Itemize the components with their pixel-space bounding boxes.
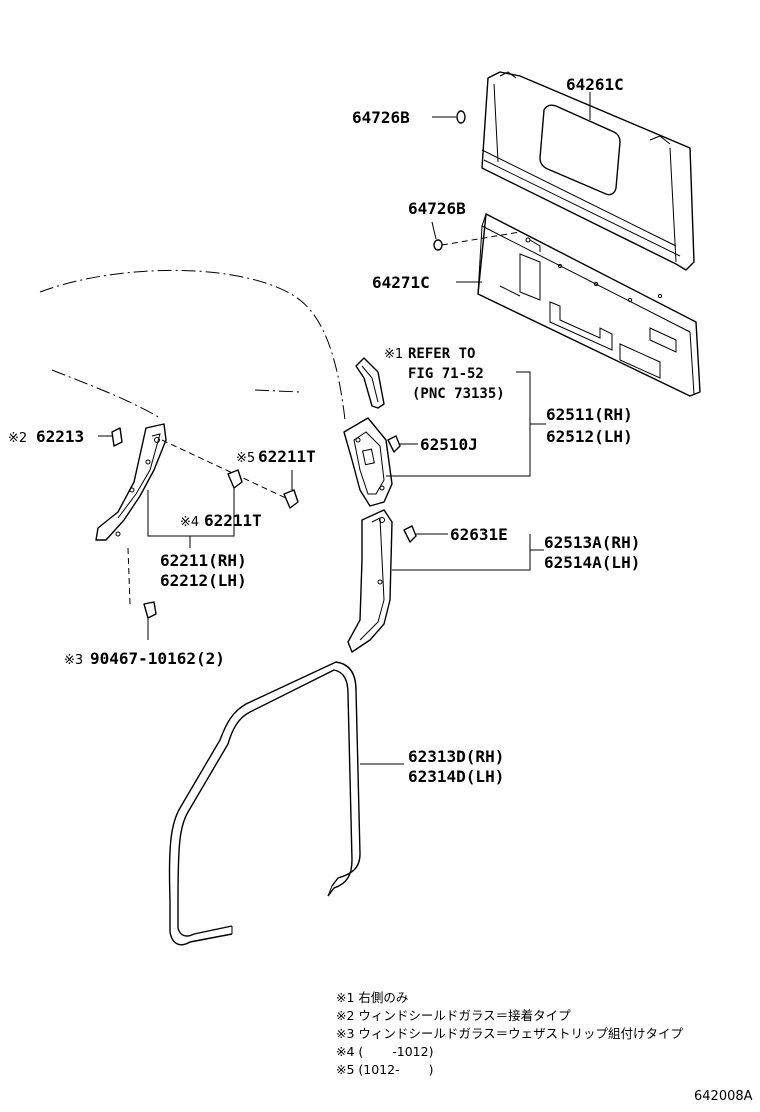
tab-62213	[98, 427, 123, 447]
figure-code: 642008A	[694, 1089, 753, 1104]
clip-90467	[127, 547, 157, 640]
label-90467-mark: ※3	[64, 653, 83, 668]
label-62211t-b: 62211T	[204, 511, 262, 530]
label-62514a: 62514A(LH)	[544, 553, 640, 572]
footnotes: ※1 右側のみ ※2 ウィンドシールドガラス＝接着タイプ ※3 ウィンドシールド…	[336, 990, 684, 1077]
footnote-4: ※4 ( -1012)	[336, 1044, 433, 1059]
clip-64726b-mid	[431, 221, 521, 251]
clips-62211t	[161, 439, 299, 509]
label-62512: 62512(LH)	[546, 427, 633, 446]
ref-line-1: REFER TO	[408, 346, 475, 362]
label-64726b-mid: 64726B	[408, 199, 466, 218]
label-62213-mark: ※2	[8, 431, 27, 446]
clip-64726b-top	[432, 110, 466, 124]
label-62211t-a: 62211T	[258, 447, 316, 466]
label-62631e: 62631E	[450, 525, 508, 544]
label-62314d: 62314D(LH)	[408, 767, 504, 786]
label-62510j: 62510J	[420, 435, 478, 454]
label-62211t-a-mark: ※5	[236, 451, 255, 466]
ref-line-3: (PNC 73135)	[412, 386, 505, 402]
ref-mark: ※1	[384, 347, 403, 362]
label-62212: 62212(LH)	[160, 571, 247, 590]
lower-panel-64271c	[477, 213, 701, 397]
pillar-garnish-62511	[343, 417, 393, 507]
clip-62631e	[403, 525, 448, 543]
label-62513a: 62513A(RH)	[544, 533, 640, 552]
label-62213: 62213	[36, 427, 84, 446]
footnote-2: ※2 ウィンドシールドガラス＝接着タイプ	[336, 1008, 571, 1023]
leader-lines	[147, 371, 546, 765]
footnote-5: ※5 (1012- )	[336, 1062, 433, 1077]
label-64271c: 64271C	[372, 273, 430, 292]
reference-part	[355, 357, 385, 409]
label-62211t-b-mark: ※4	[180, 515, 199, 530]
label-62511: 62511(RH)	[546, 405, 633, 424]
ref-line-2: FIG 71-52	[408, 366, 484, 382]
clip-62510j	[387, 435, 418, 453]
label-90467: 90467-10162(2)	[90, 649, 225, 668]
pillar-garnish-62513a	[347, 509, 393, 653]
label-62313d: 62313D(RH)	[408, 747, 504, 766]
footnote-3: ※3 ウィンドシールドガラス＝ウェザストリップ組付けタイプ	[336, 1026, 684, 1041]
label-64726b-top: 64726B	[352, 108, 410, 127]
label-62211: 62211(RH)	[160, 551, 247, 570]
back-panel-64261c	[481, 71, 695, 271]
pillar-garnish-62211	[95, 423, 167, 541]
weatherstrip-62313d	[168, 661, 361, 946]
body-outline	[39, 269, 346, 421]
label-64261c: 64261C	[566, 75, 624, 94]
footnote-1: ※1 右側のみ	[336, 990, 408, 1005]
